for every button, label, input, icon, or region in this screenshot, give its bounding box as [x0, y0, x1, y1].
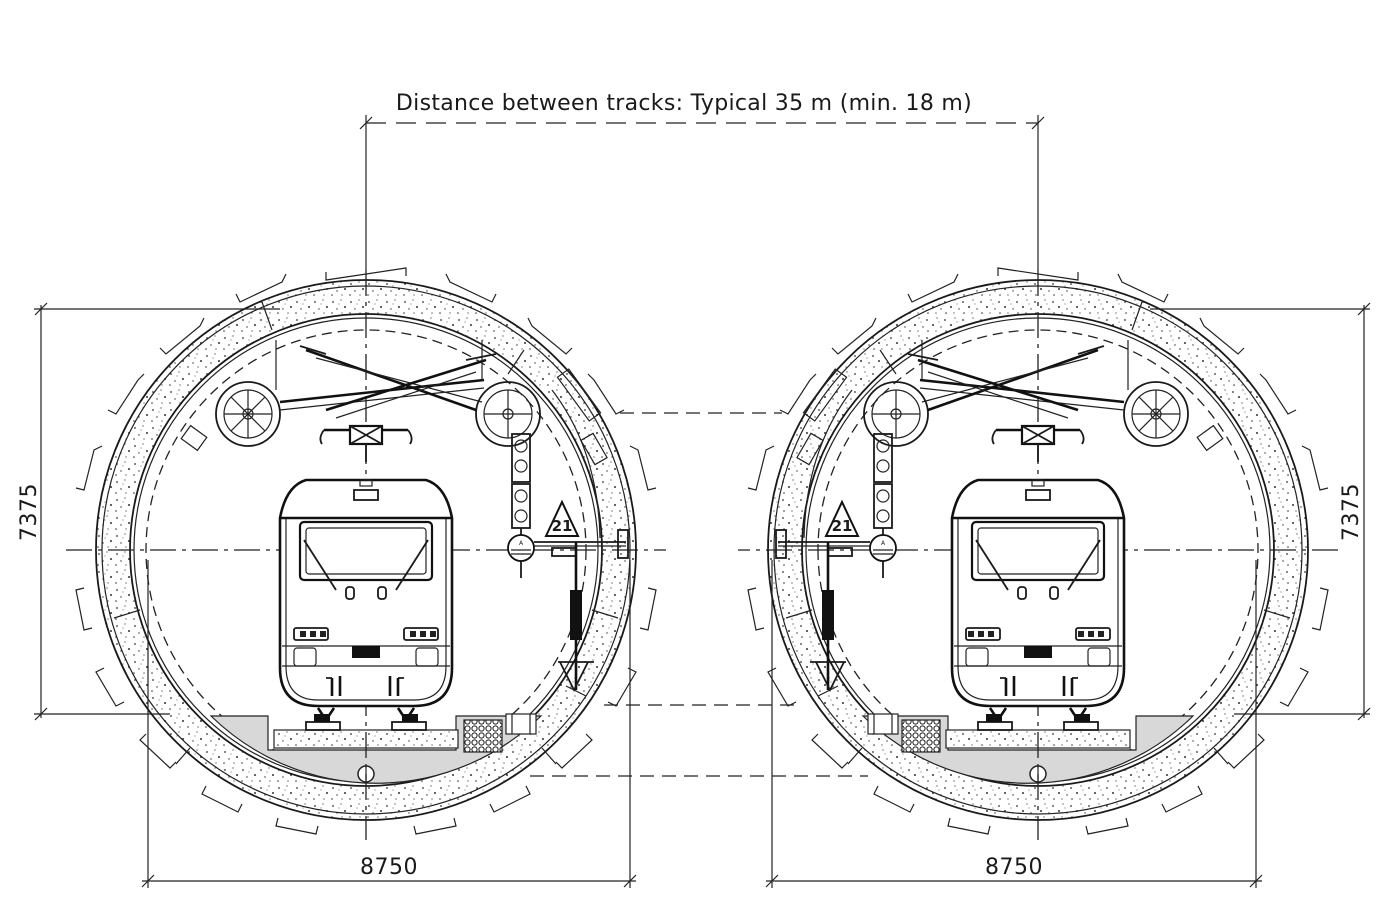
left-width-label: 8750 [360, 855, 418, 880]
right-sign-letter: A [881, 540, 886, 547]
track-distance-dimension [359, 115, 1045, 270]
left-height-label: 7375 [17, 483, 42, 541]
right-tunnel: 21 A [738, 267, 1338, 840]
right-height-label: 7375 [1339, 483, 1364, 541]
left-tunnel: A 21 [66, 267, 666, 840]
right-width-label: 8750 [985, 855, 1043, 880]
left-catenary [215, 340, 541, 462]
right-speed-sign: 21 [832, 517, 853, 535]
left-signal-mast: A 21 [507, 389, 629, 697]
reference-lines [530, 412, 868, 777]
left-sign-letter: A [519, 540, 524, 547]
left-train [278, 478, 454, 731]
left-width-dimension: 8750 [141, 560, 637, 888]
left-height-dimension: 7375 [17, 302, 280, 721]
track-distance-title: Distance between tracks: Typical 35 m (m… [396, 91, 972, 116]
left-speed-sign: 21 [552, 517, 573, 535]
right-height-dimension: 7375 [1150, 302, 1371, 721]
right-width-dimension: 8750 [765, 560, 1263, 888]
